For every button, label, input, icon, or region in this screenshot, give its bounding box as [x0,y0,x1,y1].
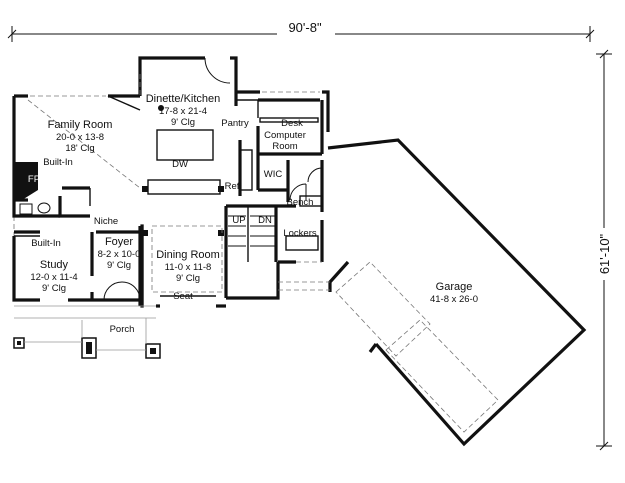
desk-label: Desk [281,118,303,129]
computer-room-label: Computer Room [264,130,306,152]
seat-label: Seat [173,291,193,302]
svg-text:41-8 x 26-0: 41-8 x 26-0 [430,294,478,305]
dining-room-label: Dining Room 11-0 x 11-8 9' Clg [156,249,220,284]
svg-text:Room: Room [272,141,297,152]
porch [13,305,161,359]
stairs-up-label: UP [232,215,245,226]
stairs-down-label: DN [258,215,272,226]
garage-label: Garage 41-8 x 26-0 [430,281,478,305]
wic-label: WIC [264,169,283,180]
svg-text:12-0 x 11-4: 12-0 x 11-4 [30,272,77,283]
svg-text:9' Clg: 9' Clg [176,273,200,284]
dw-label: DW [172,159,188,170]
family-built-in-label: Built-In [43,157,73,168]
kitchen-door-swing [204,57,231,84]
lockers-label: Lockers [283,228,317,239]
svg-text:Dining Room: Dining Room [156,249,220,261]
family-room-windows [13,95,106,236]
svg-text:Garage: Garage [436,281,473,293]
stairs [228,215,276,247]
fireplace-label: FP [28,174,40,185]
foyer-label: Foyer 8-2 x 10-0 9' Clg [98,236,141,271]
svg-text:9' Clg: 9' Clg [107,260,131,271]
svg-text:Dinette/Kitchen: Dinette/Kitchen [146,93,221,105]
niche-label: Niche [94,216,118,227]
svg-text:8-2 x 10-0: 8-2 x 10-0 [98,249,141,260]
svg-text:20-0 x 13-8: 20-0 x 13-8 [56,132,104,143]
svg-text:Family Room: Family Room [48,119,113,131]
garage-doors [335,261,499,433]
dinette-kitchen-label: Dinette/Kitchen 17-8 x 21-4 9' Clg [146,93,221,128]
svg-text:Computer: Computer [264,130,306,141]
svg-text:Study: Study [40,259,69,271]
overall-width-label: 90'-8" [288,20,322,35]
study-built-in-label: Built-In [31,238,61,249]
family-room-label: Family Room 20-0 x 13-8 18' Clg [48,119,113,154]
svg-text:17-8 x 21-4: 17-8 x 21-4 [159,106,207,117]
study-label: Study 12-0 x 11-4 9' Clg [30,259,77,294]
svg-text:9' Clg: 9' Clg [171,117,195,128]
bench-label: Bench [287,197,314,208]
pantry-label: Pantry [221,118,249,129]
overall-depth-label: 61'-10" [597,233,612,274]
porch-label: Porch [110,324,135,335]
svg-text:9' Clg: 9' Clg [42,283,66,294]
svg-text:Foyer: Foyer [105,236,133,248]
svg-text:18' Clg: 18' Clg [65,143,94,154]
ref-label: Ref [225,181,240,192]
svg-text:11-0 x 11-8: 11-0 x 11-8 [165,262,212,273]
